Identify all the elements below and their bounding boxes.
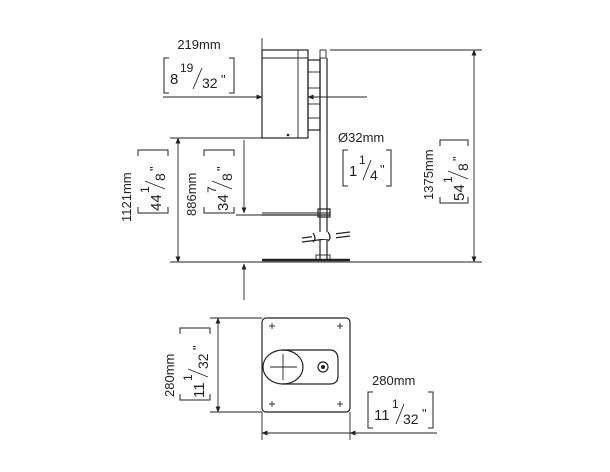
base-width-inch-mark: " [422,406,427,421]
base-width-inch-num: 1 [392,397,399,411]
dim-upper-height: 1121mm 44 1 8 " [119,137,262,263]
pole-socket [317,361,329,373]
pole-diameter-inch-den: 4 [370,167,378,183]
top-width-inch-den: 32 [202,75,218,91]
base-hub-cap [262,349,304,385]
base-width-mm: 280mm [372,373,415,388]
shelf-clamp [317,208,331,218]
lower-height-inch-den: 8 [219,173,235,181]
top-unit-front [261,49,309,139]
top-unit-mount [307,59,321,131]
base-depth-inch-num: 1 [181,374,195,381]
base-depth-inch-den: 32 [195,353,211,369]
total-height-inch-whole: 54 [451,184,468,201]
top-width-inch-mark: " [221,72,226,87]
pole-diameter-inch-mark: " [380,162,385,177]
dim-lower-height: 886mm 34 7 8 " [184,140,262,300]
break-symbol [301,231,351,243]
dim-top-width: 219mm 8 19 32 " [163,37,367,100]
lower-height-inch-whole: 34 [215,194,232,211]
top-unit-screw [286,133,290,137]
total-height-inch-num: 1 [441,176,455,183]
total-height-mm: 1375mm [421,149,436,200]
dim-total-height: 1375mm 54 1 8 " [330,49,482,263]
top-unit-panel [297,49,309,139]
upper-height-inch-num: 1 [138,186,152,193]
top-unit-cap [319,49,327,59]
base-square [261,317,351,413]
top-width-inch-num: 19 [180,61,194,75]
base-top-view [261,317,351,413]
lower-height-inch-num: 7 [205,186,219,193]
base-width-inch-den: 32 [403,411,419,427]
upper-height-inch-whole: 44 [148,194,165,211]
dim-base-depth: 280mm 11 1 32 " [162,317,262,413]
pole-diameter-inch-whole: 1 [349,163,357,180]
upper-height-inch-den: 8 [152,173,168,181]
total-height-inch-den: 8 [455,163,471,171]
dim-base-width: 280mm 11 1 32 " [261,373,437,440]
lower-height-mm: 886mm [184,173,199,216]
dim-pole-diameter: Ø32mm 1 1 4 " [326,96,392,187]
base-depth-mm: 280mm [162,354,177,397]
side-view [261,49,351,263]
pole-diameter-mm: Ø32mm [338,130,384,145]
base-depth-inch-whole: 11 [191,382,208,398]
top-width-inch-whole: 8 [170,71,178,88]
base-width-inch-whole: 11 [374,407,390,424]
base-depth-inch-mark: " [190,345,205,350]
total-height-inch-mark: " [450,156,465,161]
upper-height-inch-mark: " [147,166,162,171]
base-hub [282,349,339,385]
upper-height-mm: 1121mm [119,172,134,222]
top-width-mm: 219mm [177,37,220,52]
pole-diameter-inch-num: 1 [359,153,366,167]
lower-height-inch-mark: " [214,166,229,171]
